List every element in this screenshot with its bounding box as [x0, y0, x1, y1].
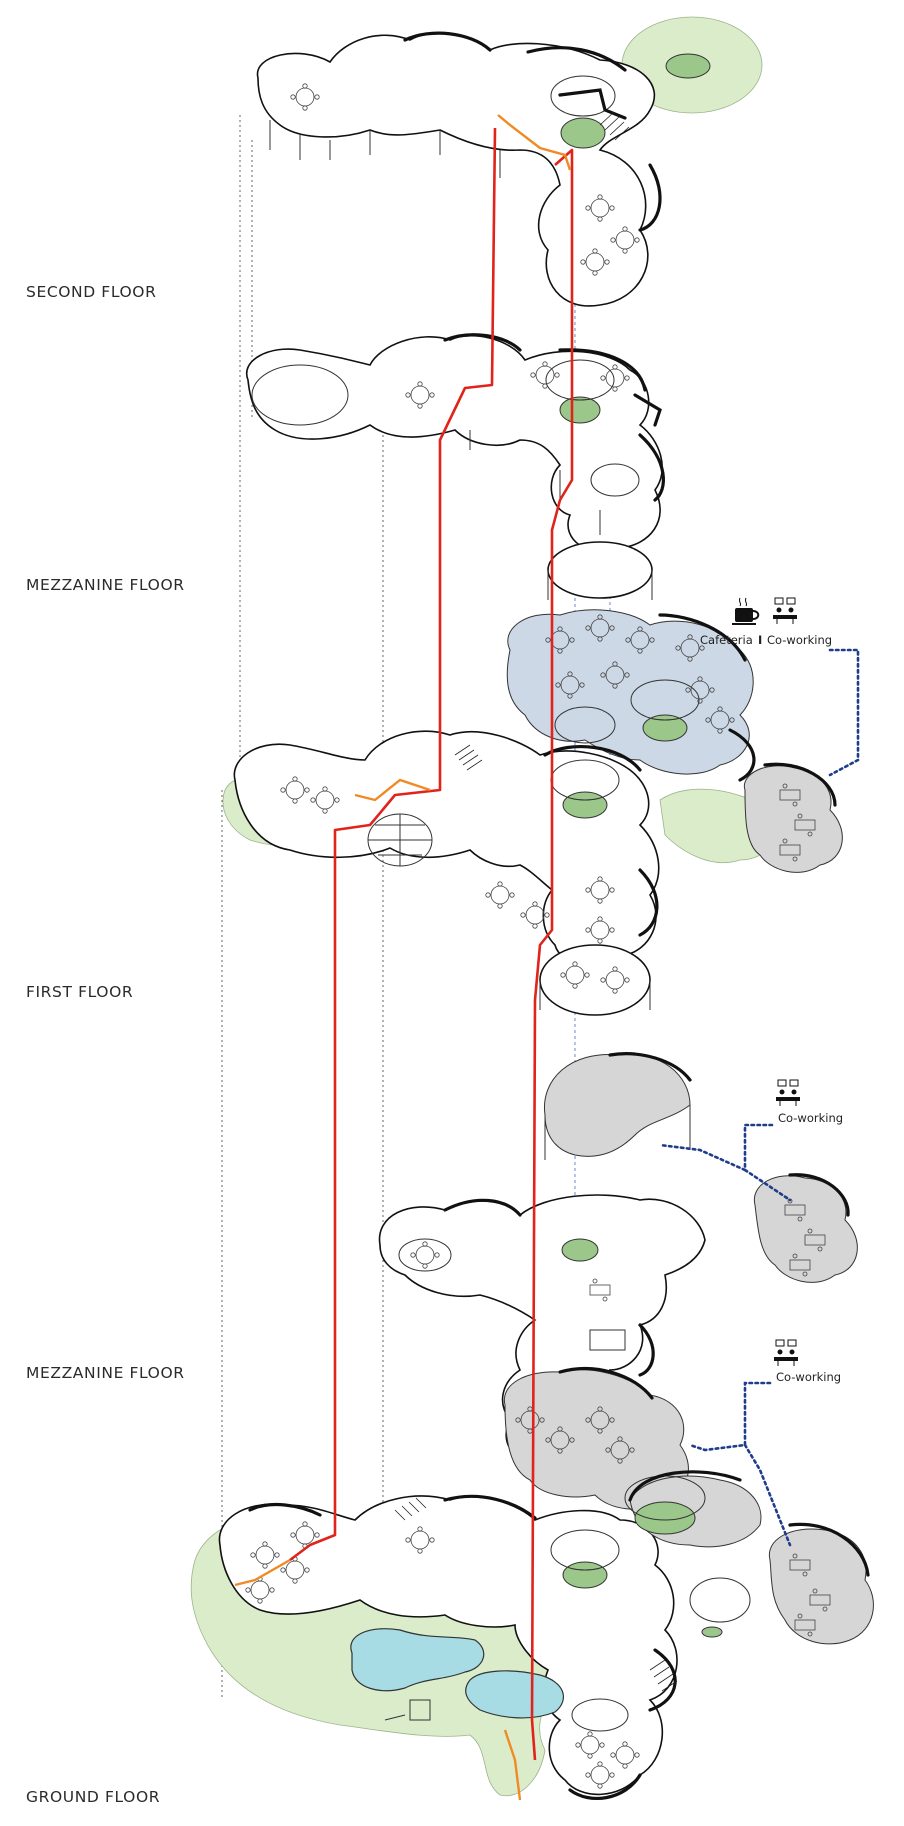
second-floor-plan [256, 16, 763, 307]
floor-label-first: FIRST FLOOR [26, 983, 133, 1001]
first-floor-plan [222, 609, 843, 1016]
ramp-path-ground-bottom [503, 1729, 522, 1801]
vertical-circulation-path-right [530, 148, 574, 1761]
vertical-circulation-path-left [289, 127, 497, 1562]
coworking-tag-ground: Co-working [688, 1339, 841, 1547]
cafeteria-coworking-tag: Cafeteria I Co-working [700, 597, 860, 777]
coworking-people-icon [773, 597, 797, 624]
coworking-label-mezzanine: Co-working [778, 1111, 843, 1125]
ramp-path-top [497, 114, 572, 171]
ground-floor-plan [190, 1367, 874, 1800]
coworking-people-icon [776, 1079, 800, 1106]
coffee-cup-icon [732, 597, 760, 625]
floor-label-ground: GROUND FLOOR [26, 1788, 160, 1806]
floor-label-mezzanine-lower: MEZZANINE FLOOR [26, 1364, 185, 1382]
floor-label-second: SECOND FLOOR [26, 283, 156, 301]
floor-label-mezzanine-upper: MEZZANINE FLOOR [26, 576, 185, 594]
circulation-paths [234, 114, 574, 1801]
tag-separator: I [758, 633, 762, 647]
ramp-path-ground [234, 1558, 291, 1587]
coworking-tag-mezzanine: Co-working [658, 1079, 843, 1202]
floor-labels: SECOND FLOOR MEZZANINE FLOOR FIRST FLOOR… [26, 283, 185, 1806]
upper-mezzanine-plan [245, 333, 665, 600]
lower-mezzanine-plan [378, 1052, 858, 1467]
cafeteria-label: Cafeteria [700, 633, 753, 647]
coworking-label-ground: Co-working [776, 1370, 841, 1384]
coworking-people-icon [774, 1339, 798, 1366]
coworking-label-first-floor: Co-working [767, 633, 832, 647]
ramp-path-first [354, 778, 431, 802]
